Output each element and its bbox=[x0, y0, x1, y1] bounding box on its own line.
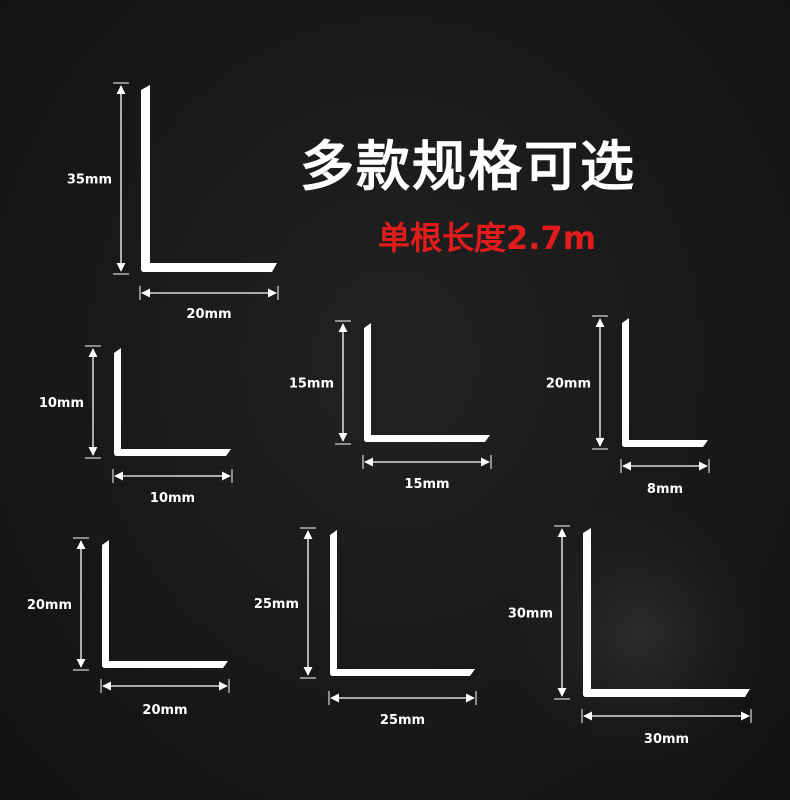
height-dimension bbox=[113, 82, 129, 275]
angle-profile bbox=[141, 85, 277, 272]
profile-30x30: 30mm 30mm bbox=[508, 525, 752, 747]
height-dimension bbox=[85, 345, 101, 459]
height-dimension bbox=[592, 315, 608, 450]
width-label: 20mm bbox=[142, 703, 187, 718]
height-label: 20mm bbox=[546, 377, 591, 392]
height-label: 30mm bbox=[508, 607, 553, 622]
width-label: 10mm bbox=[150, 491, 195, 506]
width-label: 20mm bbox=[186, 307, 231, 322]
height-dimension bbox=[73, 537, 89, 671]
height-label: 20mm bbox=[27, 598, 72, 613]
width-dimension bbox=[139, 286, 279, 300]
profile-25x25: 25mm 25mm bbox=[254, 527, 477, 728]
profile-35x20: 35mm 20mm bbox=[67, 82, 279, 322]
width-dimension bbox=[362, 455, 492, 469]
width-label: 15mm bbox=[404, 477, 449, 492]
length-subtitle: 单根长度2.7m bbox=[378, 219, 597, 257]
profile-20x20: 20mm 20mm bbox=[27, 537, 230, 718]
height-label: 15mm bbox=[289, 377, 334, 392]
width-dimension bbox=[620, 459, 710, 473]
width-label: 30mm bbox=[644, 732, 689, 747]
angle-profile bbox=[364, 323, 490, 442]
angle-profile bbox=[114, 348, 231, 456]
height-dimension bbox=[300, 527, 316, 679]
height-label: 25mm bbox=[254, 597, 299, 612]
profile-20x8: 20mm 8mm bbox=[546, 315, 710, 497]
angle-profile bbox=[102, 540, 228, 668]
height-dimension bbox=[335, 320, 351, 445]
profile-15x15: 15mm 15mm bbox=[289, 320, 492, 492]
width-dimension bbox=[581, 709, 752, 723]
height-dimension bbox=[554, 525, 570, 700]
profile-10x10: 10mm 10mm bbox=[39, 345, 233, 506]
height-label: 35mm bbox=[67, 173, 112, 188]
angle-profile bbox=[622, 318, 708, 447]
width-label: 8mm bbox=[647, 482, 683, 497]
width-dimension bbox=[112, 469, 233, 483]
width-dimension bbox=[328, 691, 477, 705]
height-label: 10mm bbox=[39, 396, 84, 411]
width-label: 25mm bbox=[380, 713, 425, 728]
page-title: 多款规格可选 bbox=[300, 135, 636, 198]
angle-profile bbox=[330, 530, 475, 676]
angle-profile bbox=[583, 528, 750, 697]
width-dimension bbox=[100, 679, 230, 693]
